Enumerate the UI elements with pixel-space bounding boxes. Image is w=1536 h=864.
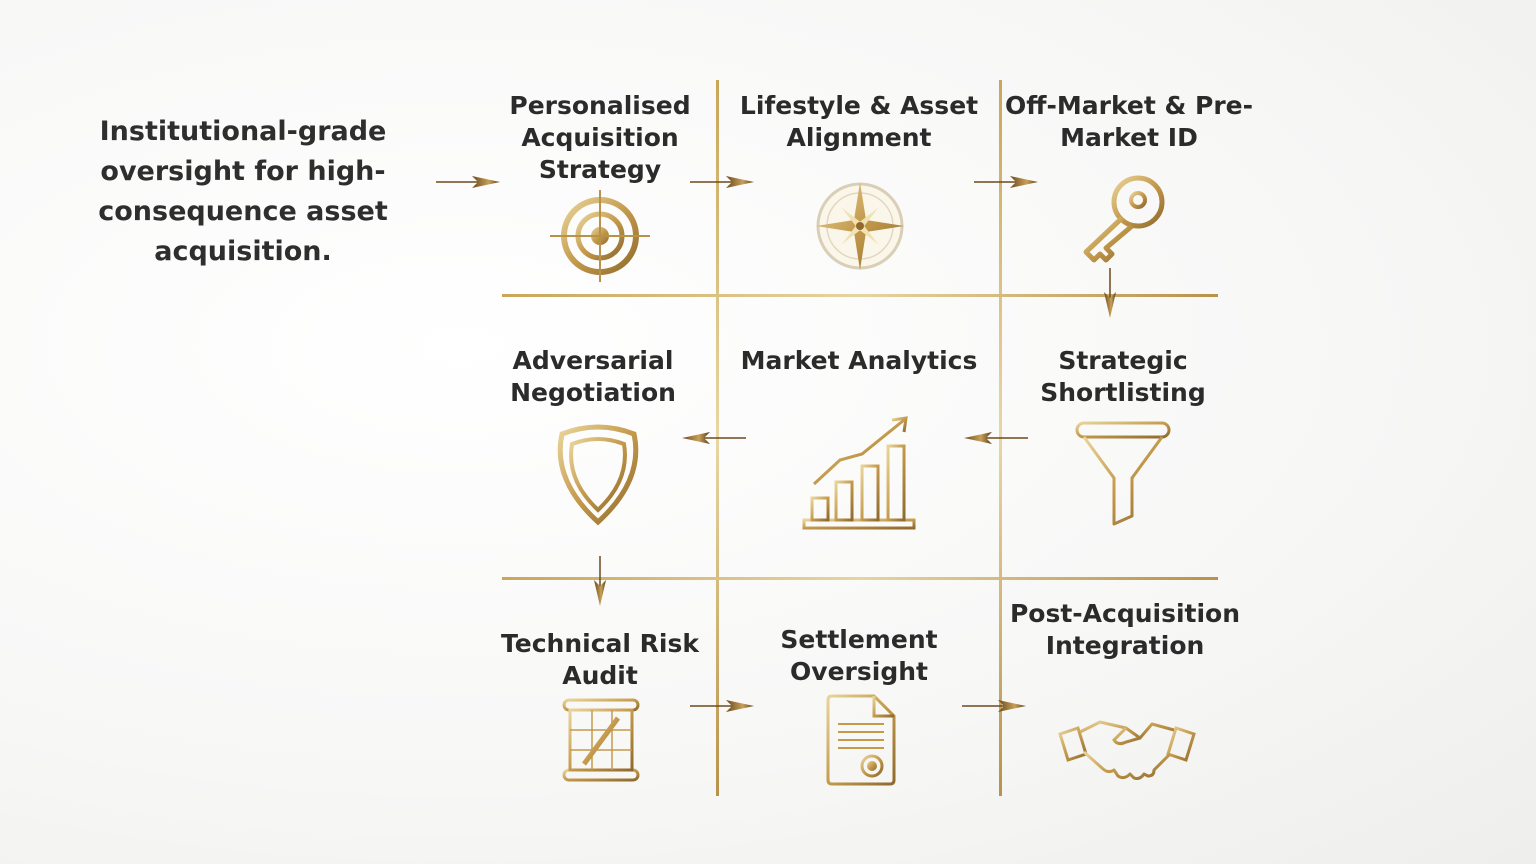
blueprint-icon — [562, 698, 640, 782]
arrow-step5-to-step4 — [682, 432, 746, 444]
step-title-market-analytics: Market Analytics — [740, 346, 978, 375]
arrow-step2-to-step3 — [974, 176, 1038, 188]
step-title-technical-risk-audit: Technical Risk Audit — [501, 629, 699, 690]
step-title-off-market-pre-market-id: Off-Market & Pre-Market ID — [1004, 91, 1253, 152]
arrow-step4-to-step7 — [594, 556, 606, 606]
step-title-adversarial-negotiation: Adversarial Negotiation — [510, 346, 676, 407]
handshake-icon — [1058, 720, 1196, 780]
arrow-step3-to-step6 — [1104, 268, 1116, 318]
key-icon — [1083, 175, 1165, 263]
step-title-personalised-acquisition-strategy: Personalised Acquisition Strategy — [509, 91, 691, 184]
document-seal-icon — [826, 694, 896, 786]
growth-chart-icon — [802, 416, 916, 530]
step-title-settlement-oversight: Settlement Oversight — [780, 625, 938, 686]
target-icon — [550, 190, 650, 282]
grid-divider-horizontal-1 — [502, 294, 1218, 297]
arrow-intro-to-step1 — [436, 176, 500, 188]
shield-icon — [557, 424, 639, 526]
intro-text: Institutional-grade oversight for high-c… — [98, 116, 388, 267]
step-title-strategic-shortlisting: Strategic Shortlisting — [1040, 346, 1206, 407]
step-title-lifestyle-asset-alignment: Lifestyle & Asset Alignment — [739, 91, 979, 152]
arrow-step7-to-step8 — [690, 700, 754, 712]
funnel-icon — [1075, 421, 1171, 526]
grid-divider-horizontal-2 — [502, 577, 1218, 580]
compass-icon — [816, 182, 904, 270]
arrow-step1-to-step2 — [690, 176, 754, 188]
step-title-post-acquisition-integration: Post-Acquisition Integration — [1009, 599, 1241, 660]
arrow-step8-to-step9 — [962, 700, 1026, 712]
arrow-step6-to-step5 — [964, 432, 1028, 444]
